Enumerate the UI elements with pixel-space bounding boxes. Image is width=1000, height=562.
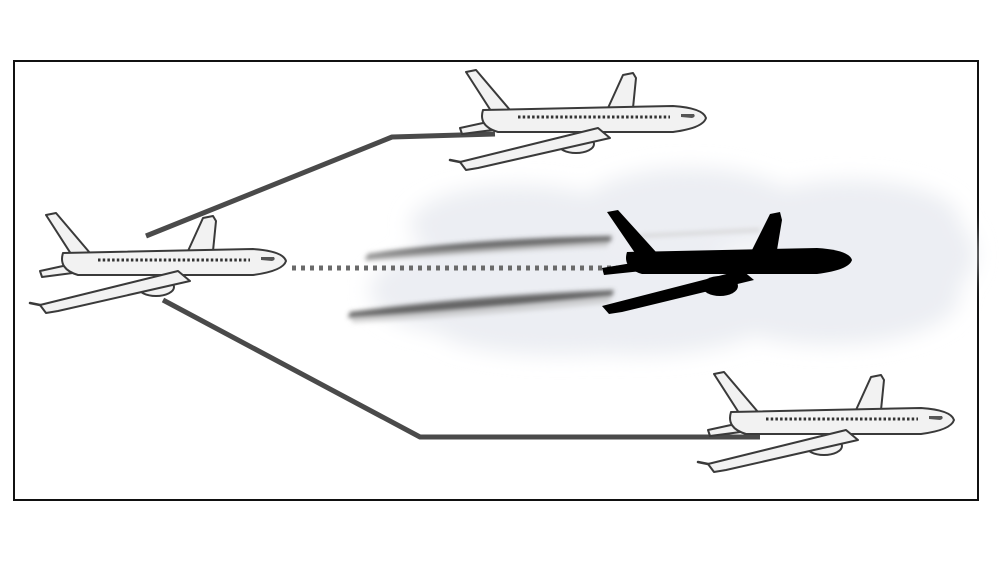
- link-line-to-lower-aircraft: [161, 297, 760, 440]
- contrails: [348, 228, 761, 323]
- link-line-to-upper-aircraft: [145, 131, 496, 239]
